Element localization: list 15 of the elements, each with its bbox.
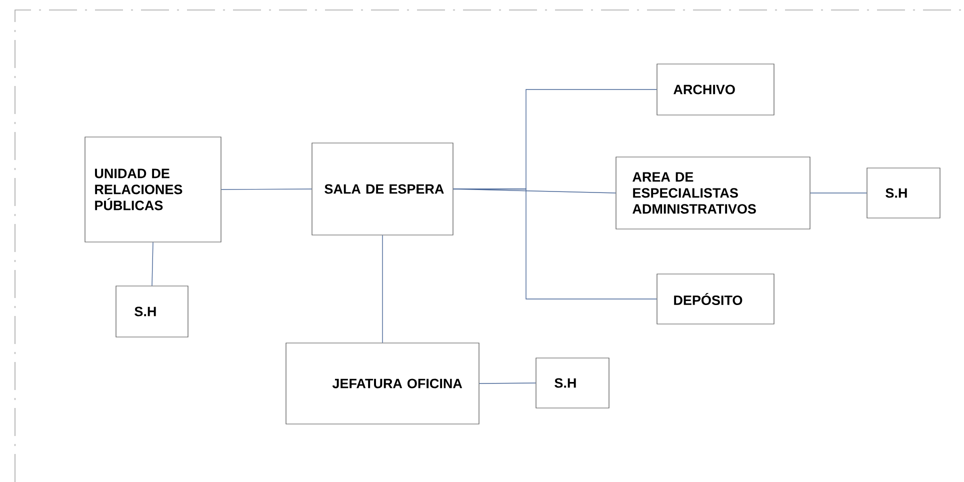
room-box: JEFATURA OFICINA	[286, 342, 480, 424]
room-box: S.H	[866, 168, 940, 218]
connector-line	[152, 242, 154, 286]
room-box: SALA DE ESPERA	[312, 142, 454, 236]
room-box: ARCHIVO	[656, 64, 774, 116]
connector-line	[478, 382, 536, 384]
connector-line	[810, 192, 868, 194]
room-box: S.H	[116, 286, 188, 338]
connector-line	[382, 234, 383, 344]
room-box: UNIDAD DE RELACIONES PÚBLICAS	[84, 136, 222, 242]
connector-line	[220, 188, 312, 190]
room-box: S.H	[536, 358, 610, 408]
connector-line	[452, 188, 658, 300]
room-box: AREA DE ESPECIALISTAS ADMINISTRATIVOS	[616, 156, 810, 230]
room-box: DEPÓSITO	[656, 274, 774, 324]
